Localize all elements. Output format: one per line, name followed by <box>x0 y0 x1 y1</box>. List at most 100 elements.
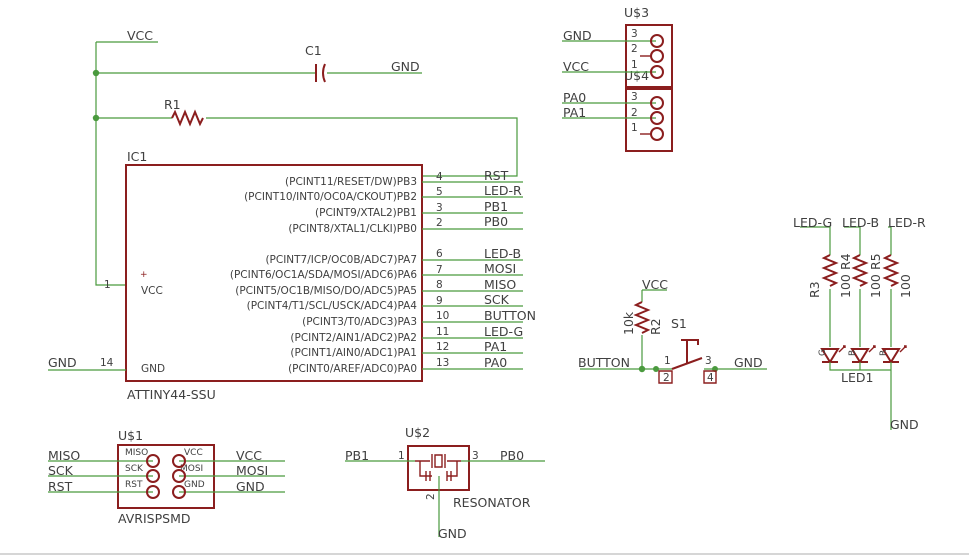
ic1-pin-function: (PCINT2/AIN1/ADC2)PA2 <box>290 332 417 344</box>
pin-name: SCK <box>125 464 144 474</box>
ic1-pin-num: 8 <box>436 279 443 291</box>
ic1-pin-name-gnd: GND <box>141 363 165 375</box>
ic1-value: ATTINY44-SSU <box>127 387 216 402</box>
led-ref: LED1 <box>841 370 873 385</box>
isp-header-u1[interactable]: U$1 AVRISPSMD MISO SCK RST VCC MOSI GND … <box>48 428 285 526</box>
ic1-pin-function: (PCINT7/ICP/OC0B/ADC7)PA7 <box>265 254 417 266</box>
net-label: PB1 <box>345 448 369 463</box>
resistor-value: 100 <box>898 274 913 298</box>
net-label: PB0 <box>500 448 524 463</box>
resistor-r1[interactable] <box>171 109 204 127</box>
ic1-pin-num: 2 <box>436 217 443 229</box>
switch-pin: 3 <box>705 355 712 367</box>
button-gnd-label: GND <box>734 355 763 370</box>
r2-vcc-label: VCC <box>642 277 668 292</box>
net-label: LED-R <box>888 215 926 230</box>
rgb-led[interactable] <box>820 345 907 364</box>
net-label: LED-R <box>484 183 522 198</box>
ic1-pin-function: (PCINT9/XTAL2)PB1 <box>315 207 417 219</box>
resistor-value: 100 <box>868 274 883 298</box>
net-label: PB1 <box>484 199 508 214</box>
ic1-pin-num: 4 <box>436 171 443 183</box>
u2-pin: 1 <box>398 450 405 462</box>
header-u3[interactable]: U$3 U$4 GND VCC 3 2 1 PA0 PA1 3 2 1 <box>562 5 673 152</box>
pin-num: 2 <box>631 107 638 119</box>
net-label: SCK <box>484 292 510 307</box>
pin-name: GND <box>184 480 205 490</box>
ic1-ref: IC1 <box>127 149 147 164</box>
net-label: PA1 <box>484 339 507 354</box>
resistor-value: 100 <box>838 274 853 298</box>
ic1-pin-function: (PCINT8/XTAL1/CLKI)PB0 <box>288 223 417 235</box>
ic1-plus-mark: + <box>140 270 148 280</box>
ic1-pin-function: (PCINT5/OC1B/MISO/DO/ADC5)PA5 <box>235 285 417 297</box>
pin-name: MOSI <box>180 464 203 474</box>
resistor-ref: R5 <box>868 253 883 270</box>
resistor-r4[interactable] <box>851 254 869 287</box>
r1-ref: R1 <box>164 97 181 112</box>
led-pin: G <box>818 349 828 356</box>
ic1-pin-name-vcc: VCC <box>141 285 163 297</box>
led-section: LED-G LED-B LED-R R3 100 R4 100 R5 100 G… <box>793 215 926 432</box>
net-label: MISO <box>484 277 516 292</box>
net-label: LED-G <box>484 324 523 339</box>
resistor-r3[interactable] <box>821 254 839 287</box>
ic1-pin-num: 9 <box>436 295 443 307</box>
ic1-pin-num: 10 <box>436 310 449 322</box>
ic1-pin-num: 5 <box>436 186 443 198</box>
pin-name: RST <box>125 480 143 490</box>
pin-num: 2 <box>631 43 638 55</box>
net-label: RST <box>484 168 509 183</box>
net-label: LED-B <box>484 246 521 261</box>
resistor-ref: R4 <box>838 253 853 270</box>
s1-ref: S1 <box>671 316 687 331</box>
switch-pin: 1 <box>664 355 671 367</box>
pin-name: MISO <box>125 448 148 458</box>
ic1-pin-num: 6 <box>436 248 443 260</box>
u3-ref: U$3 <box>624 5 649 20</box>
switch-s1[interactable] <box>658 339 717 384</box>
led-pin: R <box>879 350 889 356</box>
net-label: PA0 <box>484 355 507 370</box>
pin-num: 3 <box>631 28 638 40</box>
ic1-pin-num: 14 <box>100 357 114 369</box>
power-section: VCC GND C1 R1 <box>92 28 518 286</box>
c1-gnd-label: GND <box>391 59 420 74</box>
ic1-pin-function: (PCINT1/AIN0/ADC1)PA1 <box>290 347 417 359</box>
resistor-ref: R3 <box>807 281 822 298</box>
ic1[interactable]: IC1 ATTINY44-SSU + 1 VCC GND 14 GND (PCI… <box>48 149 536 402</box>
resonator-u2[interactable]: U$2 PB1 PB0 1 3 2 GND RESONATOR <box>345 425 545 541</box>
ic1-pin-function: (PCINT4/T1/SCL/USCK/ADC4)PA4 <box>247 300 418 312</box>
resistor-r2[interactable] <box>633 301 651 334</box>
ic1-gnd-net: GND <box>48 355 77 370</box>
c1-ref: C1 <box>305 43 322 58</box>
ic1-pin-num: 1 <box>104 279 111 291</box>
ic1-pin-function: (PCINT11/RESET/DW)PB3 <box>285 176 417 188</box>
net-label: MOSI <box>236 463 268 478</box>
pin-num: 3 <box>631 91 638 103</box>
u2-ref: U$2 <box>405 425 430 440</box>
u2-pin: 2 <box>425 493 437 500</box>
net-label: BUTTON <box>484 308 536 323</box>
u2-gnd-label: GND <box>438 526 467 541</box>
net-label: SCK <box>48 463 74 478</box>
net-label: VCC <box>563 59 589 74</box>
led-gnd-label: GND <box>890 417 919 432</box>
switch-pin: 2 <box>663 372 670 384</box>
ic1-pin-function: (PCINT0/AREF/ADC0)PA0 <box>288 363 417 375</box>
capacitor-c1[interactable] <box>315 63 326 83</box>
button-net-label: BUTTON <box>578 355 630 370</box>
net-label: VCC <box>236 448 262 463</box>
resistor-r5[interactable] <box>882 254 900 287</box>
pin-name: VCC <box>184 448 203 458</box>
ic1-pin-function: (PCINT3/T0/ADC3)PA3 <box>302 316 417 328</box>
ic1-pin-function: (PCINT6/OC1A/SDA/MOSI/ADC6)PA6 <box>230 269 417 281</box>
led-pin: B <box>848 350 858 356</box>
u1-value: AVRISPSMD <box>118 511 191 526</box>
ic1-pin-function: (PCINT10/INT0/OC0A/CKOUT)PB2 <box>244 191 417 203</box>
vcc-label-top: VCC <box>127 28 153 43</box>
net-label: GND <box>236 479 265 494</box>
switch-pin: 4 <box>707 372 714 384</box>
u2-value: RESONATOR <box>453 495 531 510</box>
